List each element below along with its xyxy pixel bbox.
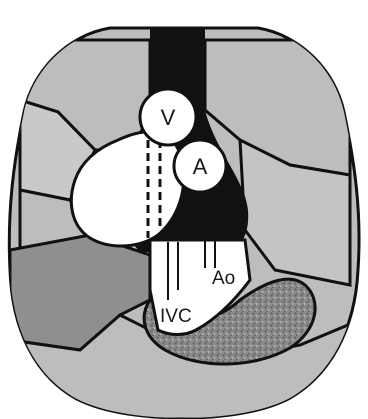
- label-ivc: IVC: [160, 306, 192, 327]
- label-a: A: [193, 154, 208, 179]
- label-v: V: [161, 105, 176, 130]
- label-ao: Ao: [212, 268, 235, 289]
